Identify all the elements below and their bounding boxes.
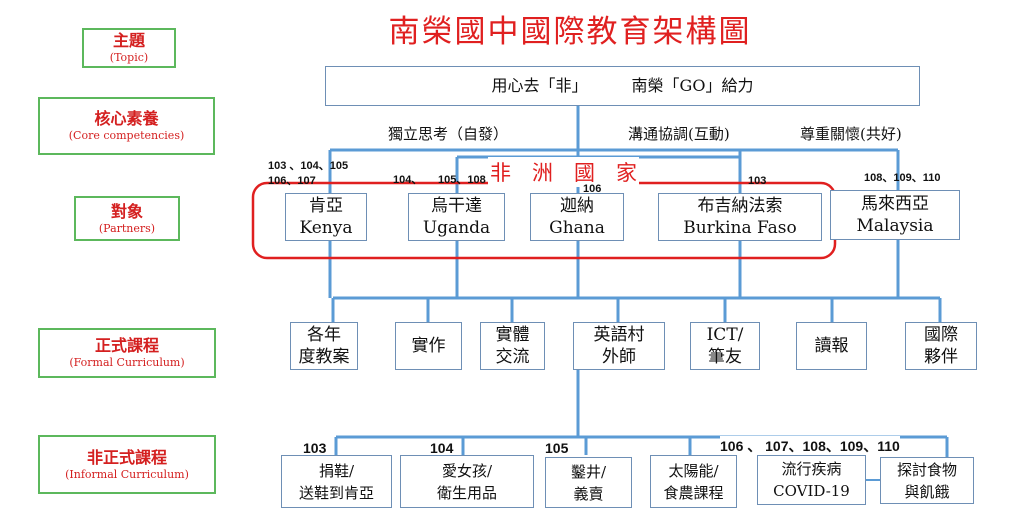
africa-label: 非 洲 國 家 xyxy=(488,157,639,187)
line1: 讀報 xyxy=(814,336,849,356)
line1: 國際 xyxy=(924,325,958,345)
year-label: 103 xyxy=(748,175,767,187)
line2: COVID-19 xyxy=(773,482,850,500)
line1: 流行疾病 xyxy=(781,460,842,478)
line2: 外師 xyxy=(602,347,636,367)
year-label: 106 xyxy=(583,183,602,195)
topic-right: 南榮「GO」給力 xyxy=(631,76,754,95)
line1: 實體 xyxy=(495,325,530,345)
informal-shoes: 捐鞋/送鞋到肯亞 xyxy=(281,455,392,508)
line2: 義賣 xyxy=(573,484,604,503)
line1: 太陽能/ xyxy=(668,461,719,480)
line1: 鑿井/ xyxy=(570,462,607,481)
competency-respect: 尊重關懷(共好) xyxy=(800,125,902,143)
partner-zh: 布吉納法索 xyxy=(697,196,783,216)
partner-zh: 肯亞 xyxy=(309,196,343,216)
formal-ict-penpal: ICT/筆友 xyxy=(690,322,760,370)
year-label: 103 xyxy=(303,440,327,456)
topic-box: 用心去「非」 南榮「GO」給力 xyxy=(325,66,920,106)
row-label-informal: 非正式課程 (Informal Curriculum) xyxy=(38,435,216,494)
row-label-partners: 對象 (Partners) xyxy=(74,196,180,241)
label-zh: 非正式課程 xyxy=(86,447,167,467)
informal-covid: 流行疾病 COVID-19 xyxy=(757,455,866,505)
partner-en: Kenya xyxy=(299,218,353,238)
line1: 各年 xyxy=(307,325,341,345)
topic-left: 用心去「非」 xyxy=(491,76,588,95)
row-label-core: 核心素養 (Core competencies) xyxy=(38,97,215,155)
partner-en: Uganda xyxy=(422,218,491,238)
row-label-topic: 主題 (Topic) xyxy=(82,28,176,68)
line1: ICT/ xyxy=(706,325,744,345)
label-en: (Topic) xyxy=(109,51,149,64)
label-zh: 核心素養 xyxy=(94,109,159,128)
line2: 度教案 xyxy=(298,347,350,367)
partner-zh: 馬來西亞 xyxy=(861,194,929,214)
formal-exchange: 實體交流 xyxy=(480,322,545,370)
competency-communication: 溝通協調(互動) xyxy=(628,125,730,143)
partner-en: Ghana xyxy=(549,218,605,238)
label-zh: 對象 xyxy=(110,201,143,221)
line2: 送鞋到肯亞 xyxy=(298,483,374,502)
partner-en: Burkina Faso xyxy=(683,218,797,238)
label-en: (Core competencies) xyxy=(68,129,185,142)
informal-well: 鑿井/義賣 xyxy=(545,457,632,508)
line2: 筆友 xyxy=(708,347,742,367)
informal-food-hunger: 探討食物與飢餓 xyxy=(880,457,974,504)
year-label: 104 xyxy=(430,440,454,456)
label-en: (Partners) xyxy=(98,221,156,235)
line2: 與飢餓 xyxy=(904,482,950,501)
line1: 愛女孩/ xyxy=(441,461,493,480)
label-en: (Formal Curriculum) xyxy=(69,356,185,369)
row-label-formal: 正式課程 (Formal Curriculum) xyxy=(38,328,216,378)
formal-partners: 國際夥伴 xyxy=(905,322,977,370)
line1: 捐鞋/ xyxy=(318,461,355,480)
partner-en: Malaysia xyxy=(856,216,934,236)
year-label: 103 、104、105 xyxy=(268,160,349,172)
year-label: 105、108 xyxy=(438,174,486,186)
label-zh: 正式課程 xyxy=(94,336,159,355)
line1: 實作 xyxy=(411,336,446,356)
page-title: 南榮國中國際教育架構圖 xyxy=(388,14,752,50)
informal-girls: 愛女孩/衛生用品 xyxy=(400,455,534,508)
label-zh: 主題 xyxy=(112,31,145,50)
formal-practice: 實作 xyxy=(395,322,462,370)
line2: 夥伴 xyxy=(924,347,958,367)
year-label: 106、107 xyxy=(268,175,316,187)
year-label: 108、109、110 xyxy=(864,172,941,184)
line1: 探討食物 xyxy=(896,460,957,479)
formal-lesson-plans: 各年度教案 xyxy=(290,322,358,370)
label-en: (Informal Curriculum) xyxy=(65,467,189,481)
line2: 食農課程 xyxy=(663,483,724,502)
line2: 交流 xyxy=(495,347,530,367)
formal-english-village: 英語村外師 xyxy=(573,322,665,370)
year-label: 104、 xyxy=(393,174,423,186)
year-label: 105 xyxy=(545,440,569,456)
informal-solar: 太陽能/食農課程 xyxy=(650,455,737,508)
partner-zh: 烏干達 xyxy=(431,196,482,216)
partner-zh: 迦納 xyxy=(560,196,594,216)
competency-independent: 獨立思考（自發） xyxy=(388,125,509,143)
line2: 衛生用品 xyxy=(436,483,497,502)
line1: 英語村 xyxy=(593,325,645,345)
year-label: 106 、 107、108、109、110 xyxy=(720,436,900,456)
formal-newspaper: 讀報 xyxy=(796,322,867,370)
